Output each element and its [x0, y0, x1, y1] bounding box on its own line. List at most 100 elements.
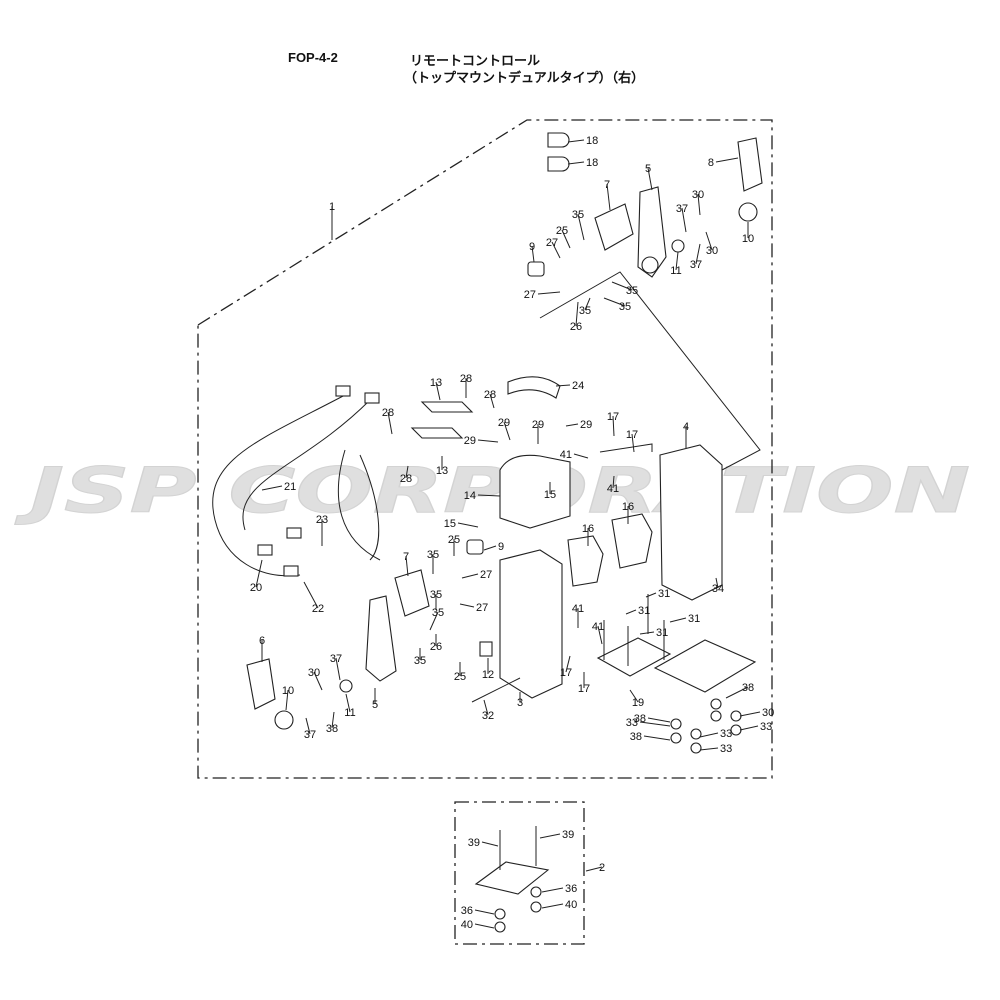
callout-leader [474, 909, 495, 915]
callout-number: 27 [480, 569, 492, 581]
callout-leader [477, 494, 501, 497]
callout-leader [639, 721, 671, 727]
gasket-part-19b[interactable] [653, 639, 757, 693]
callout-number: 33 [760, 721, 772, 733]
bracket-part-13[interactable] [410, 401, 474, 439]
callout-number: 5 [645, 163, 651, 175]
bolt-part-32[interactable] [471, 677, 521, 703]
connector-part-20[interactable] [257, 544, 273, 556]
callout-leader [739, 725, 759, 731]
callout-leader [303, 581, 319, 609]
nuts-washers-33-38[interactable] [670, 698, 742, 754]
connector-part-23[interactable] [286, 527, 302, 539]
nut-part-40[interactable] [494, 921, 506, 933]
handle-part-8[interactable] [737, 137, 763, 222]
callout-number: 38 [634, 713, 646, 725]
callout-leader [567, 139, 585, 143]
callout-leader [577, 213, 585, 241]
callout-number: 28 [460, 373, 472, 385]
gasket-part-2[interactable] [474, 861, 550, 895]
callout-number: 28 [382, 407, 394, 419]
callout-number: 6 [259, 635, 265, 647]
washer-part-36[interactable] [494, 908, 506, 920]
callout-number: 21 [284, 481, 296, 493]
callout-leader [335, 657, 341, 681]
callout-leader [481, 841, 499, 847]
connector-part-22[interactable] [283, 565, 299, 577]
callout-leader [597, 625, 603, 645]
callout-leader [705, 231, 713, 251]
callout-number: 30 [706, 245, 718, 257]
callout-number: 39 [562, 829, 574, 841]
callout-number: 36 [461, 905, 473, 917]
callout-leader [345, 693, 351, 713]
plate-part-16[interactable] [611, 513, 653, 569]
callout-leader [474, 923, 495, 929]
callout-number: 15 [444, 518, 456, 530]
callout-leader [715, 157, 739, 163]
callout-leader [435, 381, 441, 401]
callout-leader [405, 555, 409, 577]
nut-part-40b[interactable] [530, 901, 542, 913]
callout-number: 33 [720, 743, 732, 755]
callout-number: 8 [708, 157, 714, 169]
washer-part-36b[interactable] [530, 886, 542, 898]
callout-number: 17 [607, 411, 619, 423]
callout-number: 30 [692, 189, 704, 201]
subassembly-lines [539, 271, 761, 471]
callout-leader [483, 545, 497, 551]
bush-part-11-top[interactable] [671, 239, 685, 253]
callout-leader [643, 735, 671, 741]
callout-number: 24 [572, 380, 584, 392]
callout-leader [612, 475, 615, 489]
callout-number: 1 [329, 201, 335, 213]
callout-number: 16 [582, 523, 594, 535]
lever-part-7-top[interactable] [594, 203, 634, 251]
callout-leader [541, 887, 564, 893]
handle-part-6[interactable] [246, 658, 276, 710]
callout-leader [631, 433, 635, 453]
wire-harness-part-21[interactable] [212, 394, 371, 577]
connector-part-21a[interactable] [335, 385, 351, 397]
callout-leader [645, 592, 657, 598]
callout-leader [503, 421, 511, 441]
bush-part-11[interactable] [339, 679, 353, 693]
callout-leader [305, 717, 311, 735]
cap-part-9-top[interactable] [527, 261, 545, 277]
callout-leader [459, 603, 475, 608]
callout-number: 29 [580, 419, 592, 431]
callout-leader [699, 747, 719, 751]
callout-number: 40 [565, 899, 577, 911]
callout-number: 35 [427, 549, 439, 561]
part-12[interactable] [479, 641, 493, 657]
diagram-title: リモートコントロール [410, 53, 541, 68]
control-arm-part-5[interactable] [637, 186, 667, 278]
control-arm-part-5-left[interactable] [365, 595, 397, 682]
connector-part-21b[interactable] [364, 392, 380, 404]
callout-number: 38 [326, 723, 338, 735]
gasket-part-19[interactable] [596, 637, 672, 677]
callout-number: 25 [454, 671, 466, 683]
bolts-part-31[interactable] [603, 594, 665, 666]
plate-part-16b[interactable] [567, 535, 604, 587]
callout-leader [573, 453, 589, 459]
bolts-part-39[interactable] [499, 826, 537, 870]
callout-number: 11 [670, 265, 681, 277]
callout-number: 23 [316, 514, 328, 526]
lever-part-7[interactable] [394, 569, 430, 617]
callout-number: 9 [498, 541, 504, 553]
ring-part-10[interactable] [274, 710, 294, 730]
callout-number: 25 [556, 225, 568, 237]
cover-part-14[interactable] [499, 454, 571, 529]
cap-part-9[interactable] [466, 539, 484, 555]
housing-part-4[interactable] [659, 444, 723, 601]
watermark-text: JSP CORPORATION [14, 454, 970, 527]
clip-part-18[interactable] [547, 132, 570, 172]
cover-part-24[interactable] [507, 376, 561, 399]
housing-part-3[interactable] [499, 549, 563, 699]
callout-number: 10 [282, 685, 294, 697]
callout-number: 27 [546, 237, 558, 249]
callout-number: 28 [484, 389, 496, 401]
callout-number: 29 [532, 419, 544, 431]
callout-number: 36 [565, 883, 577, 895]
